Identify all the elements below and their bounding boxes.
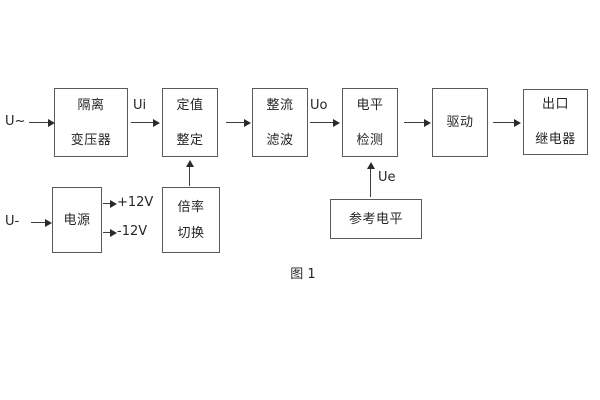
block-setting-adjust: 定值 整定 xyxy=(162,88,218,157)
label-signal-uo: Uo xyxy=(310,98,328,113)
block-setting-adjust-line1: 定值 xyxy=(176,97,204,113)
arrow-power-to-neg12v xyxy=(103,228,117,237)
block-ratio-switch: 倍率 切换 xyxy=(162,187,220,253)
block-level-detect-line1: 电平 xyxy=(356,97,384,113)
arrow-input-ac-to-isolation xyxy=(29,118,55,127)
block-level-detect-line2: 检测 xyxy=(356,132,384,148)
arrow-reference-to-level xyxy=(366,162,375,197)
block-rectifier-filter: 整流 滤波 xyxy=(252,88,308,157)
label-rail-positive: +12V xyxy=(117,195,154,210)
block-driver-label: 驱动 xyxy=(446,115,474,130)
block-setting-adjust-line2: 整定 xyxy=(176,132,204,148)
label-signal-ui: Ui xyxy=(133,98,147,113)
arrow-power-to-pos12v xyxy=(103,199,117,208)
block-rectifier-filter-line1: 整流 xyxy=(266,97,294,113)
arrow-isolation-to-setting xyxy=(131,118,160,127)
figure-caption: 图 1 xyxy=(290,267,316,282)
arrow-level-to-driver xyxy=(404,118,431,127)
arrow-ratio-to-setting xyxy=(185,160,194,186)
label-input-ac: U~ xyxy=(5,114,26,129)
block-ratio-switch-line1: 倍率 xyxy=(177,199,205,215)
label-signal-ue: Ue xyxy=(378,170,396,185)
block-output-relay-line1: 出口 xyxy=(541,97,569,112)
block-level-detect: 电平 检测 xyxy=(342,88,398,157)
label-rail-negative: -12V xyxy=(117,224,148,239)
block-reference-level: 参考电平 xyxy=(330,199,422,239)
block-isolation-transformer-line2: 变压器 xyxy=(70,132,112,148)
arrow-rectifier-to-level xyxy=(310,118,340,127)
block-rectifier-filter-line2: 滤波 xyxy=(266,132,294,148)
block-power-supply: 电源 xyxy=(52,187,102,253)
arrow-setting-to-rectifier xyxy=(226,118,251,127)
arrow-driver-to-output xyxy=(493,118,521,127)
block-power-supply-label: 电源 xyxy=(63,212,91,228)
block-ratio-switch-line2: 切换 xyxy=(177,225,205,241)
block-driver: 驱动 xyxy=(432,88,488,157)
arrow-input-dc-to-power xyxy=(31,218,52,227)
block-output-relay-line2: 继电器 xyxy=(535,132,576,147)
block-output-relay: 出口 继电器 xyxy=(523,89,588,155)
block-isolation-transformer: 隔离 变压器 xyxy=(54,88,128,157)
label-input-dc: U- xyxy=(5,214,20,229)
block-reference-level-label: 参考电平 xyxy=(348,211,403,227)
block-isolation-transformer-line1: 隔离 xyxy=(77,97,105,113)
